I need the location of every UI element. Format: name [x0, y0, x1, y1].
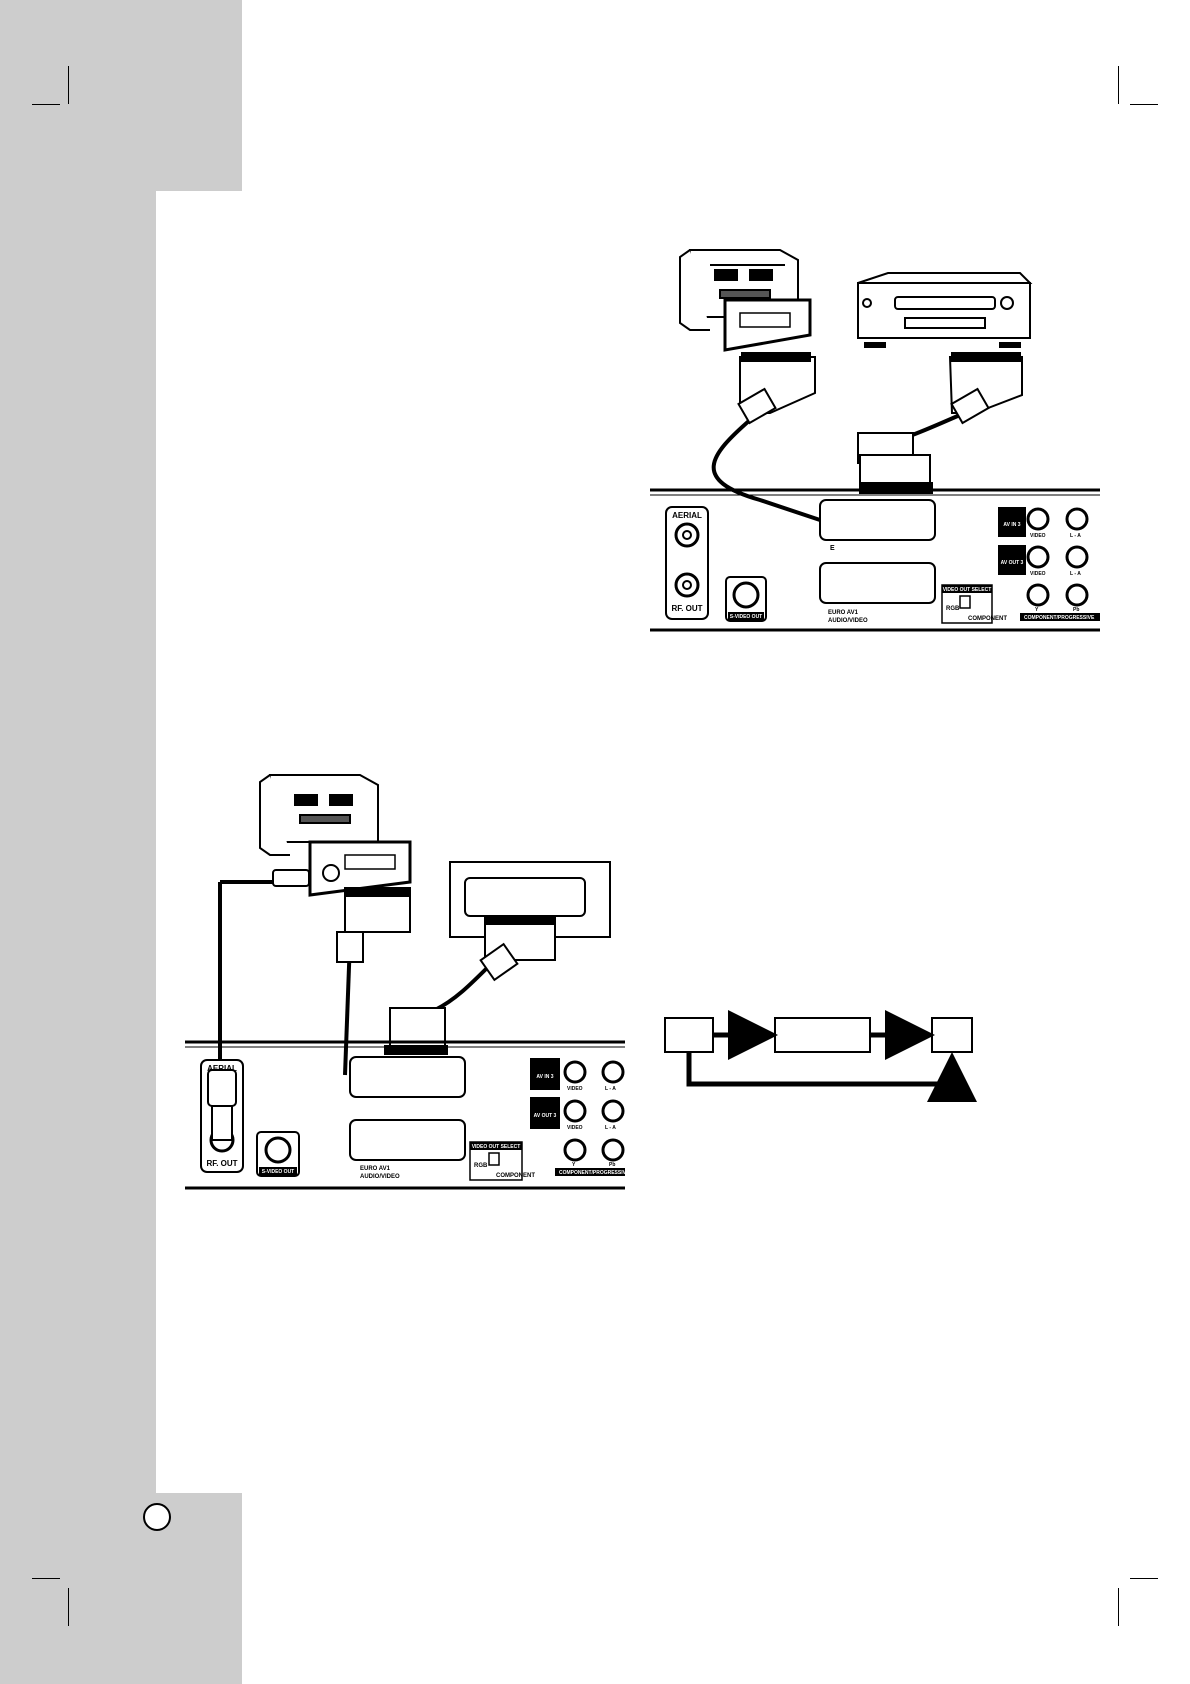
flow-arrow-icon	[686, 1052, 977, 1102]
l-a-label: L - A	[605, 1086, 616, 1092]
crop-mark	[68, 66, 69, 104]
rear-panel-top: AERIAL RF. OUT S-VIDEO OUT E EURO AV1 AU…	[650, 488, 1100, 632]
video-label: VIDEO	[567, 1125, 583, 1131]
y-label: Y	[1035, 607, 1039, 613]
scart-plug-icon	[857, 432, 933, 494]
rf-out-label: RF. OUT	[671, 604, 702, 613]
crop-mark	[32, 104, 60, 105]
av-in-3-label: AV IN 3	[536, 1074, 553, 1080]
av-out-3-label: AV OUT 3	[1001, 560, 1024, 566]
video-label: VIDEO	[1030, 533, 1046, 539]
aerial-label: AERIAL	[672, 511, 702, 520]
aerial-label: AERIAL	[207, 1064, 237, 1073]
diagram-tv-vcr-scart: AERIAL RF. OUT S-VIDEO OUT E EURO AV1 AU…	[650, 249, 1100, 632]
tv-scart-socket	[308, 840, 412, 897]
y-label: Y	[572, 1162, 576, 1168]
crop-mark	[1130, 1578, 1158, 1579]
rf-out-label: RF. OUT	[206, 1159, 237, 1168]
flow-box-source	[664, 1017, 714, 1053]
l-a-label: L - A	[1070, 533, 1081, 539]
scart-cable	[434, 963, 492, 1012]
video-out-select-label: VIDEO OUT SELECT	[472, 1144, 521, 1150]
top-margin-block	[0, 0, 242, 191]
euro-av1-label: EURO AV1	[828, 610, 859, 616]
euro-av2-fragment: E	[830, 545, 835, 552]
crop-mark	[32, 1578, 60, 1579]
l-a-label: L - A	[1070, 571, 1081, 577]
tv-scart-socket	[723, 298, 812, 352]
antenna-plug-icon	[220, 869, 310, 887]
rear-panel-bottom: AERIAL RF. OUT S-VIDEO OUT EURO AV1 AUDI…	[185, 1040, 625, 1190]
crop-mark	[68, 1588, 69, 1626]
bottom-margin-block	[0, 1493, 242, 1684]
video-label: VIDEO	[567, 1086, 583, 1092]
diagram-tv-aerial-scart: AERIAL RF. OUT S-VIDEO OUT EURO AV1 AUDI…	[185, 774, 625, 1190]
aerial-plug-icon	[207, 1069, 237, 1141]
component-progressive-label: COMPONENT/PROGRESSIVE	[1024, 615, 1095, 621]
component-label: COMPONENT	[496, 1173, 535, 1179]
rgb-label: RGB	[474, 1163, 488, 1169]
av-out-3-label: AV OUT 3	[534, 1113, 557, 1119]
component-label: COMPONENT	[968, 616, 1007, 622]
left-margin	[0, 0, 156, 1684]
s-video-out-label: S-VIDEO OUT	[730, 614, 763, 620]
component-progressive-label: COMPONENT/PROGRESSIVE	[559, 1170, 625, 1176]
scart-plug-icon	[484, 915, 556, 961]
crop-mark	[1130, 104, 1158, 105]
crop-mark	[1118, 1588, 1119, 1626]
pb-label: Pb	[609, 1162, 615, 1168]
crop-mark	[1118, 66, 1119, 104]
flow-box-target	[931, 1017, 973, 1053]
video-out-select-label: VIDEO OUT SELECT	[943, 587, 992, 593]
signal-flow-diagram	[664, 1010, 977, 1102]
scart-plug-icon	[344, 887, 411, 933]
av-in-3-label: AV IN 3	[1003, 522, 1020, 528]
audio-video-label: AUDIO/VIDEO	[360, 1174, 400, 1180]
rgb-label: RGB	[946, 606, 960, 612]
pb-label: Pb	[1073, 607, 1079, 613]
s-video-out-label: S-VIDEO OUT	[262, 1169, 295, 1175]
scart-cable	[711, 418, 821, 522]
vcr-icon	[857, 272, 1033, 348]
euro-av1-label: EURO AV1	[360, 1166, 391, 1172]
page-number-circle	[143, 1503, 171, 1531]
tv-icon	[259, 774, 379, 856]
l-a-label: L - A	[605, 1125, 616, 1131]
flow-box-middle	[774, 1017, 871, 1053]
video-label: VIDEO	[1030, 571, 1046, 577]
audio-video-label: AUDIO/VIDEO	[828, 618, 868, 624]
